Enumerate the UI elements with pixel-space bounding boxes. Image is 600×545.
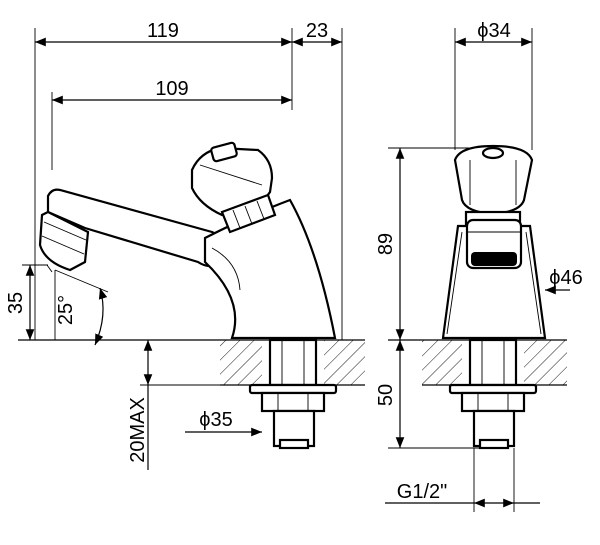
button-neck [220, 193, 277, 234]
aerator-ring-2 [41, 235, 85, 255]
dim-label-phi46: ϕ46 [549, 267, 582, 289]
washer-front [448, 383, 538, 395]
body-front-edge-2 [525, 231, 542, 335]
side-view [18, 28, 365, 470]
aerator-ring-1 [43, 221, 87, 241]
front-view [385, 28, 570, 512]
button-cap-front [481, 146, 505, 160]
neck-line-1 [232, 209, 241, 229]
dim-label-phi34: ϕ34 [477, 20, 510, 42]
column-curve [211, 247, 241, 291]
angle-arc [94, 287, 108, 346]
dim-label-35: 35 [5, 292, 27, 314]
neck-line-3 [256, 200, 265, 220]
dim-label-23: 23 [306, 20, 328, 42]
aerator-mesh [471, 252, 517, 266]
dim-label-89: 89 [375, 233, 397, 255]
button-grip-line [199, 164, 263, 186]
dim-label-25deg: 25° [55, 295, 77, 325]
button-cap [210, 141, 238, 163]
aerator-drip [46, 264, 53, 273]
washer [248, 383, 338, 395]
neck-line-2 [244, 205, 253, 225]
aerator [38, 210, 90, 272]
locknut [260, 391, 326, 413]
dim-label-109: 109 [155, 78, 188, 100]
tail-end [278, 438, 310, 450]
shank-front [468, 338, 518, 387]
dim-label-119: 119 [147, 20, 179, 42]
dim-label-phi35: ϕ35 [199, 409, 232, 431]
dim-label-50: 50 [375, 384, 397, 406]
shank [268, 338, 318, 387]
body-front-edge-1 [446, 231, 463, 335]
tail-end-front [478, 438, 510, 450]
dim-label-g12: G1/2" [397, 481, 447, 503]
locknut-front [460, 391, 526, 413]
dim-label-20max: 20MAX [127, 397, 149, 463]
